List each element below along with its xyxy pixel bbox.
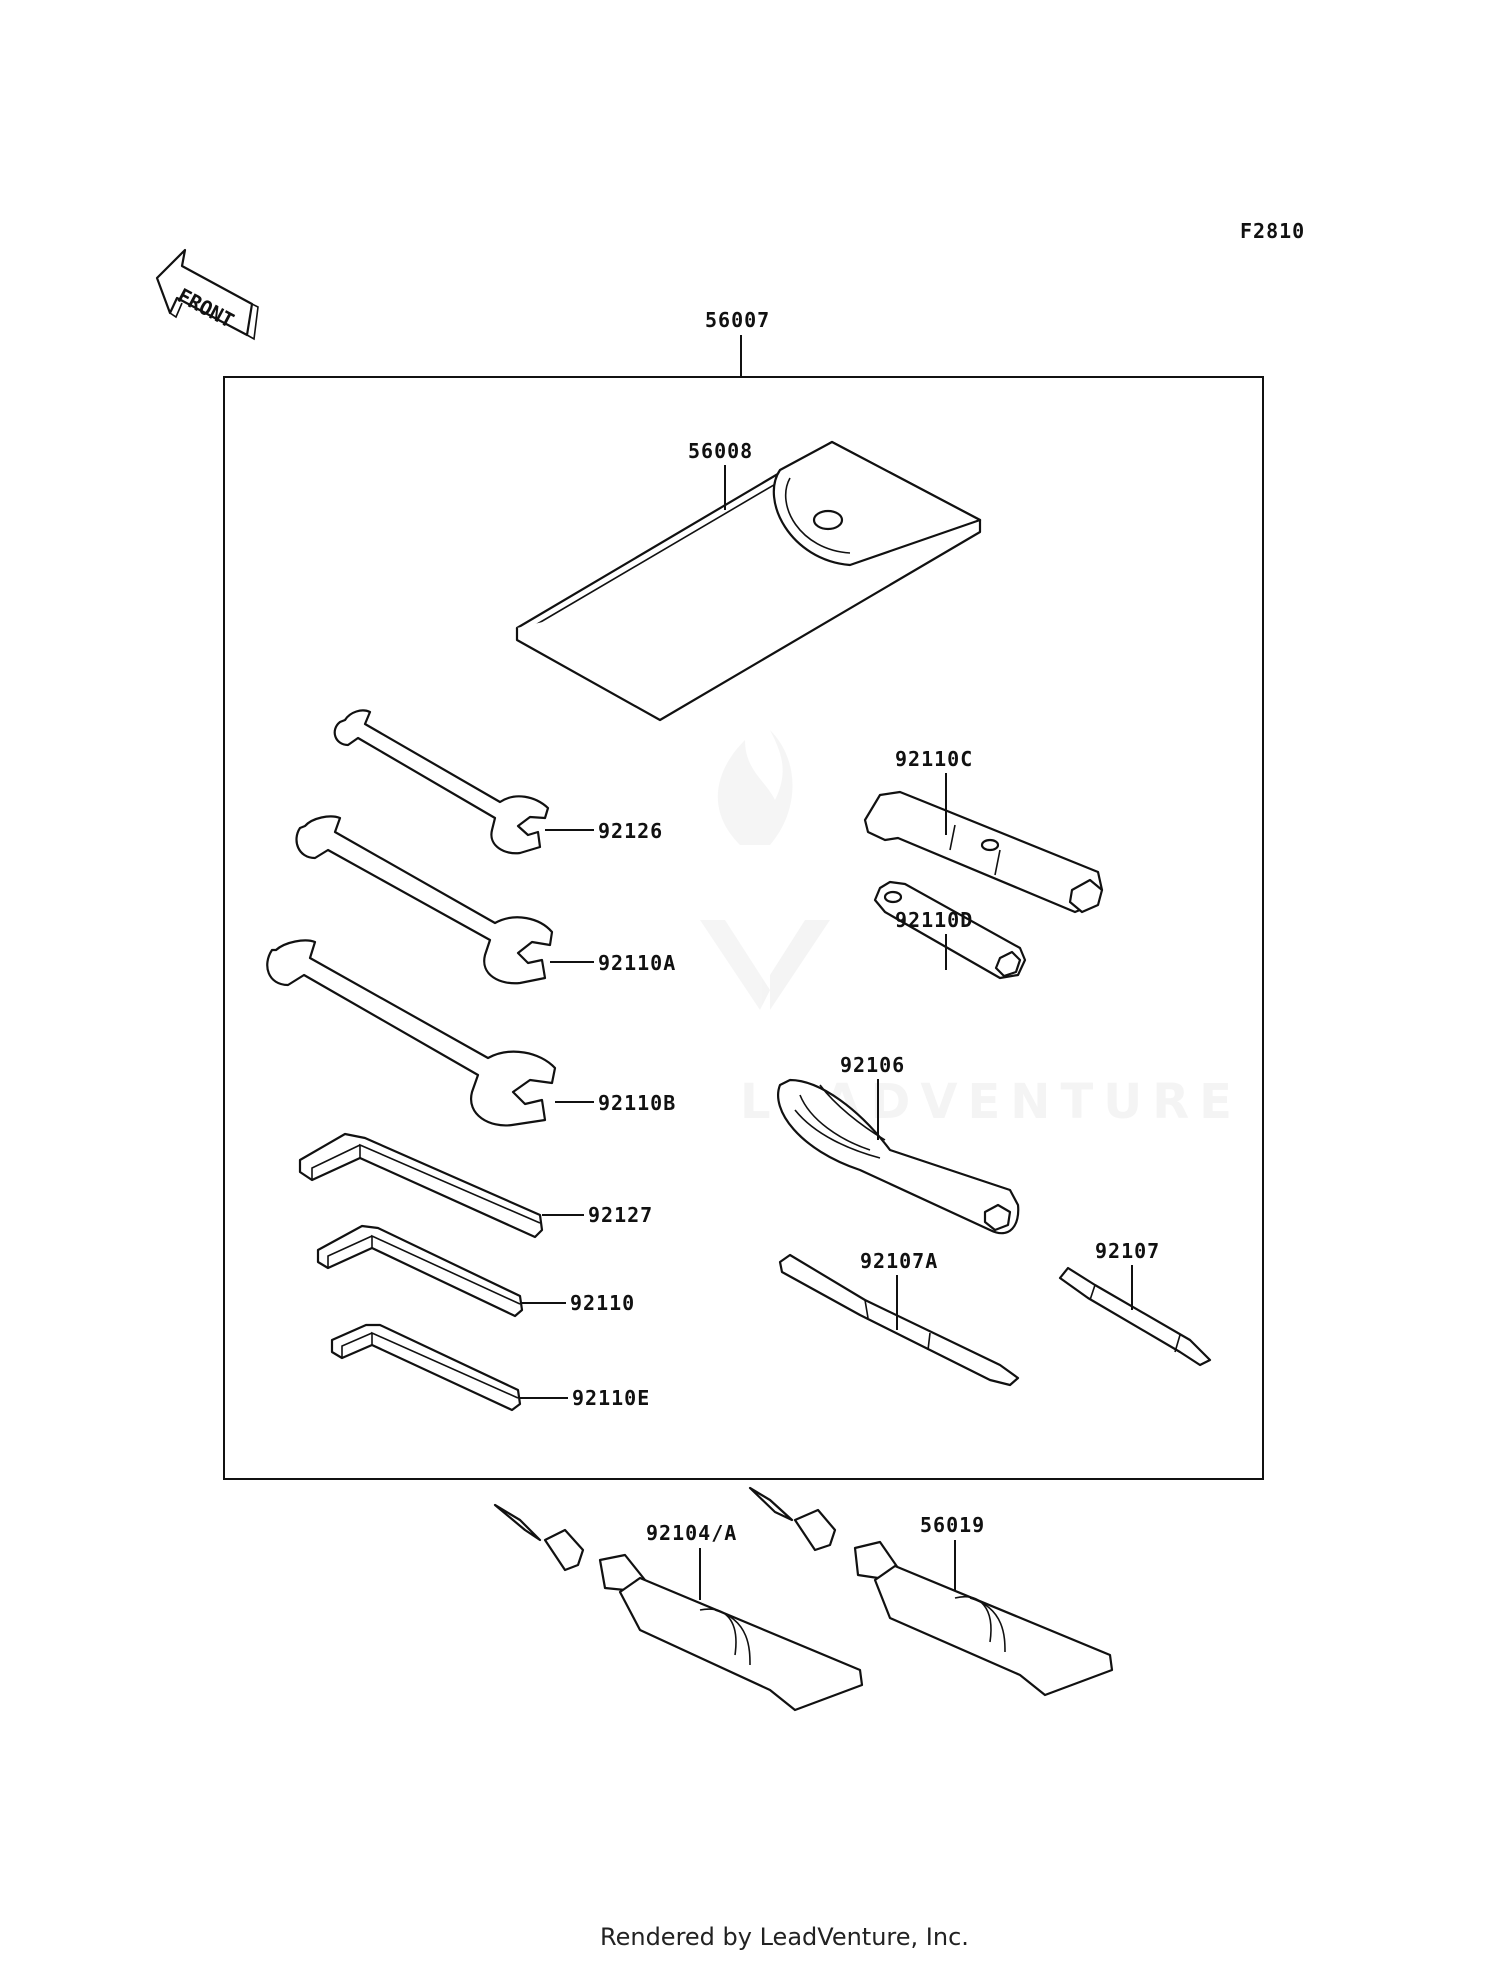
front-arrow-icon: FRONT [155, 248, 259, 341]
callout-tube-92104A: 92104/A [646, 1521, 737, 1545]
callout-kit: 56007 [705, 308, 770, 332]
screwdriver-bit-92107: 92107 [1058, 1239, 1212, 1367]
wrench-92126: 92126 [333, 709, 663, 855]
callout-tube-56019: 56019 [920, 1513, 985, 1537]
box-wrench-92110D: 92110D [873, 880, 1027, 980]
hex-key-92110: 92110 [316, 1224, 635, 1318]
footer-credit: Rendered by LeadVenture, Inc. [600, 1923, 969, 1951]
grease-tube-56019: 56019 [748, 1486, 1114, 1697]
callout-driver-92107A: 92107A [860, 1249, 938, 1273]
callout-hex-92110: 92110 [570, 1291, 635, 1315]
kit-boundary-frame [223, 376, 1264, 1480]
callout-wrench-92110B: 92110B [598, 1091, 676, 1115]
grease-tube-92104A: 92104/A [493, 1503, 864, 1712]
hex-key-92127: 92127 [298, 1132, 653, 1239]
hex-key-92110E: 92110E [330, 1323, 650, 1412]
callout-socket-92110C: 92110C [895, 747, 973, 771]
callout-hex-92110E: 92110E [572, 1386, 650, 1410]
callout-wrench-92110A: 92110A [598, 951, 676, 975]
driver-handle-92106: 92106 [777, 1053, 1020, 1235]
screwdriver-bit-92107A: 92107A [778, 1249, 1020, 1387]
callout-driver-92107: 92107 [1095, 1239, 1160, 1263]
wrench-92110A: 92110A [295, 815, 676, 985]
callout-socket-92110D: 92110D [895, 908, 973, 932]
callout-wrench-92126: 92126 [598, 819, 663, 843]
callout-case: 56008 [688, 439, 753, 463]
box-wrench-92110C: 92110C [863, 747, 1104, 914]
tool-case: 56008 [515, 439, 982, 722]
figure-code: F2810 [1240, 219, 1305, 243]
callout-handle-92106: 92106 [840, 1053, 905, 1077]
wrench-92110B: 92110B [266, 939, 676, 1127]
callout-hex-92127: 92127 [588, 1203, 653, 1227]
